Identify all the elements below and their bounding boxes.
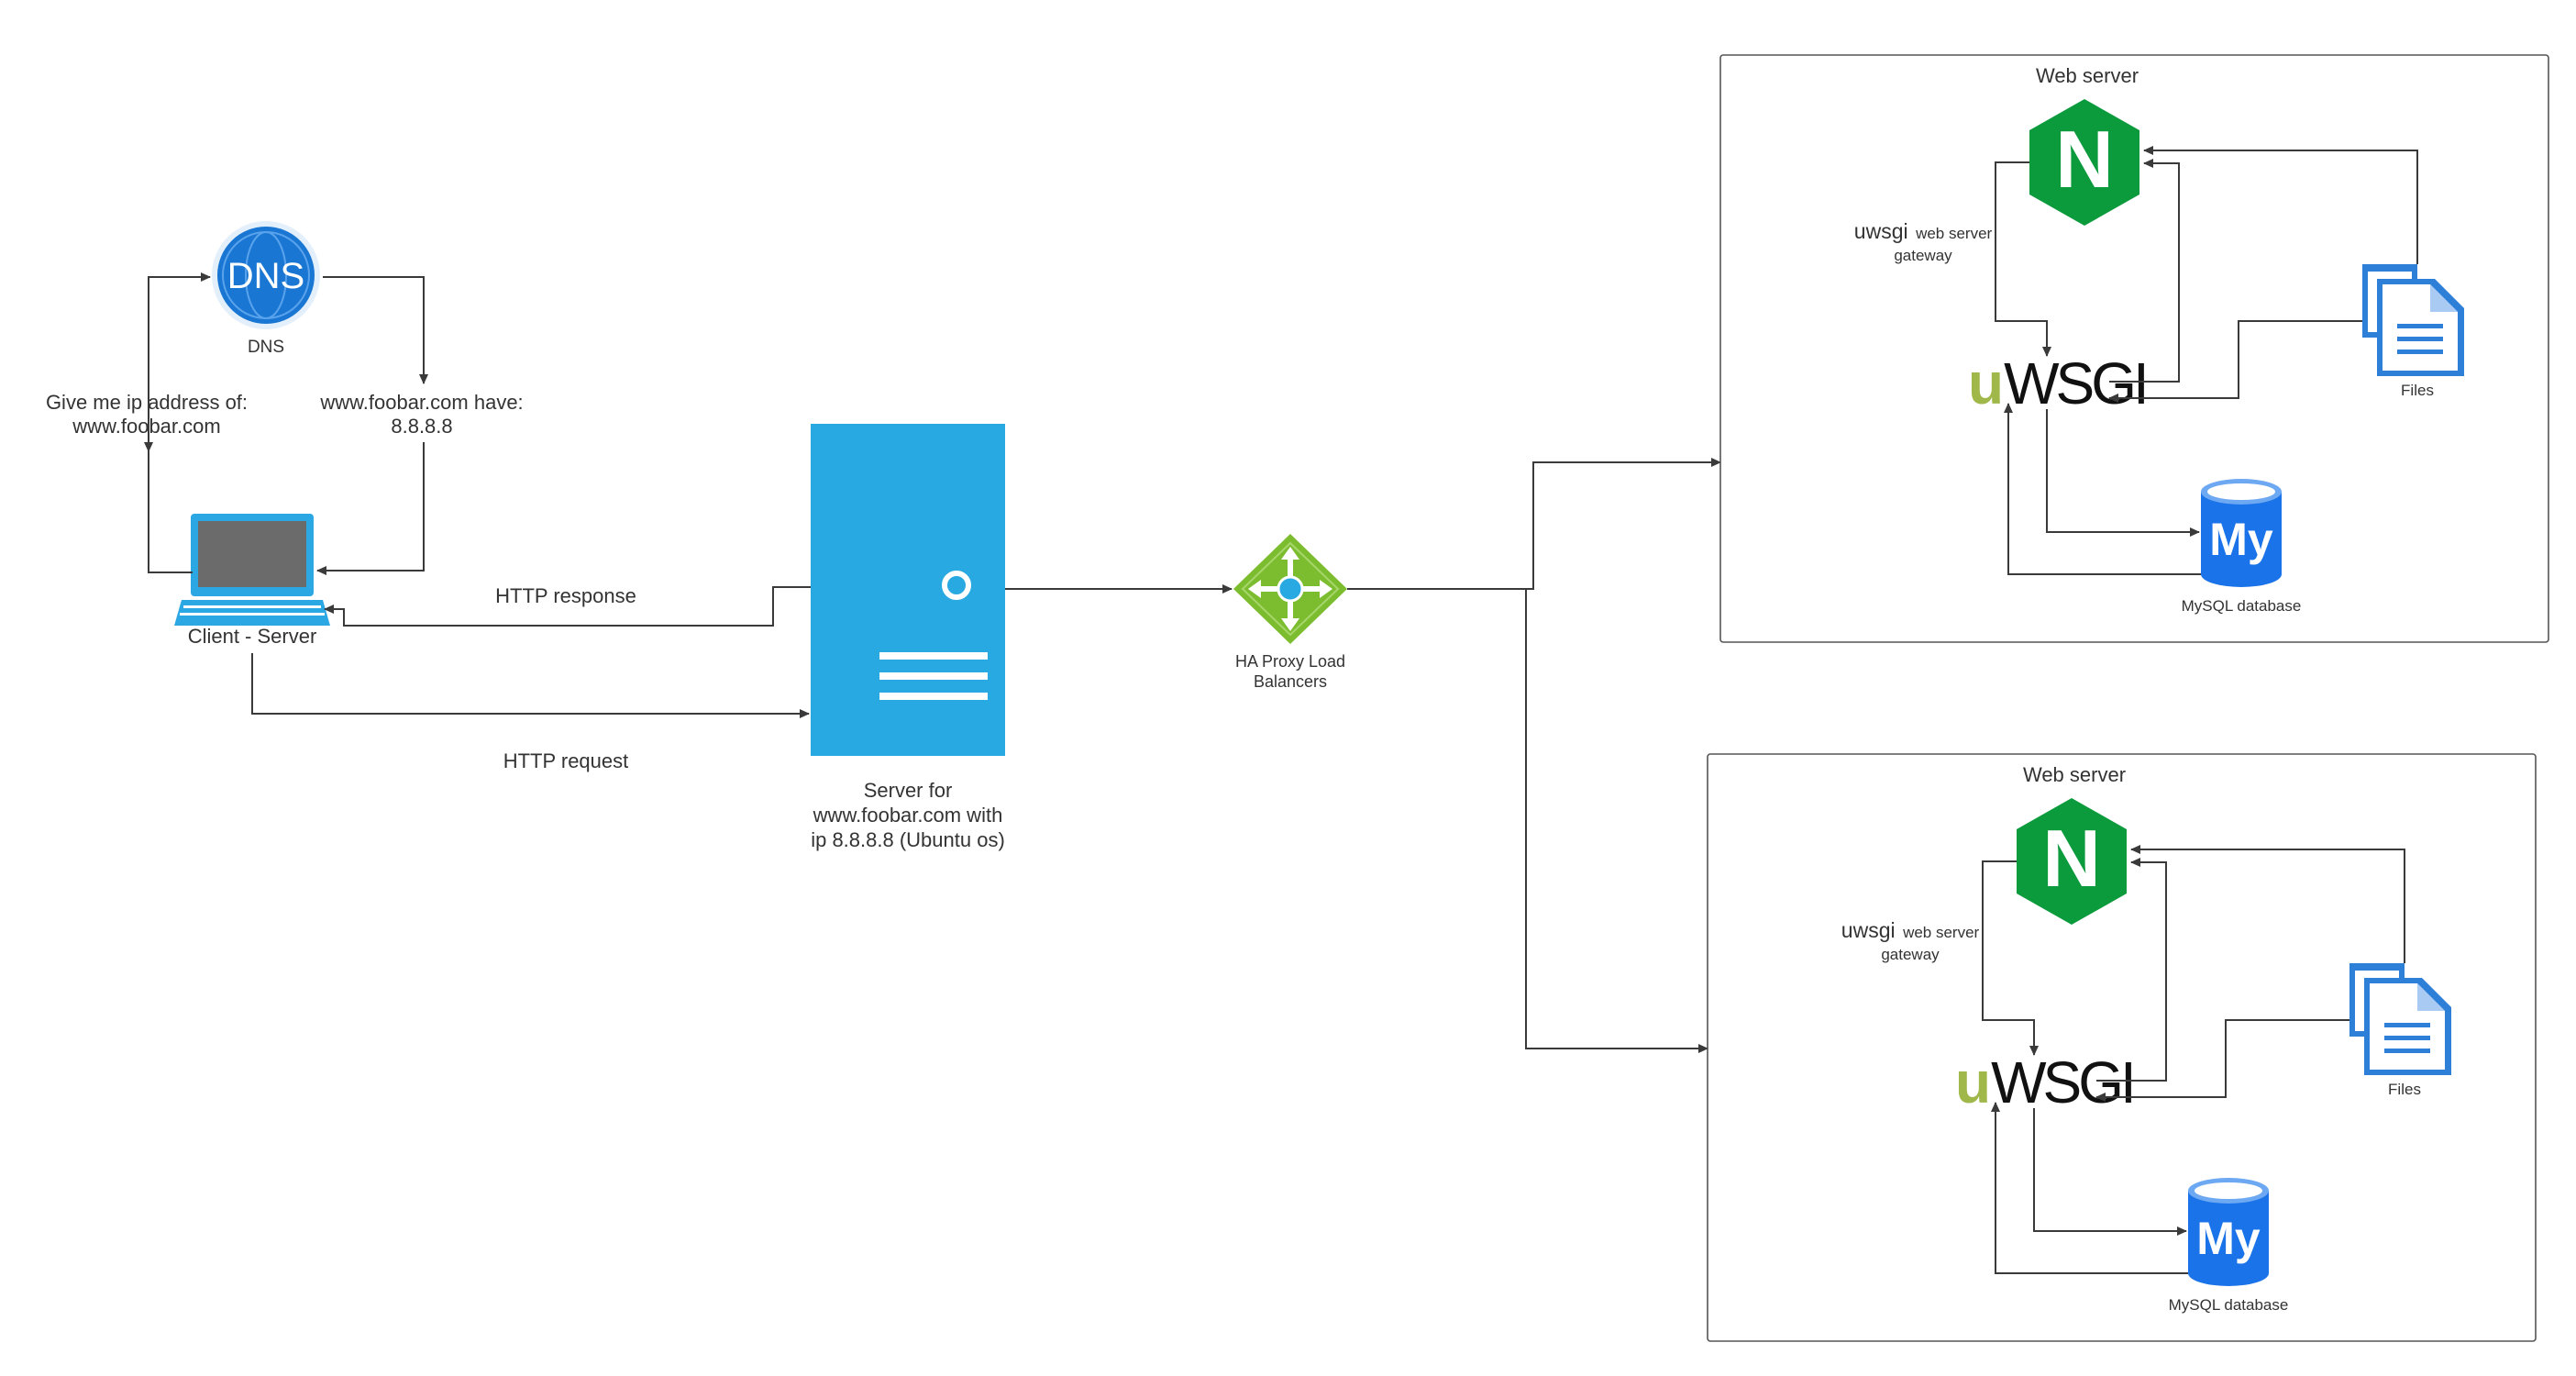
files-to-nginx-arrow xyxy=(2130,845,2405,963)
svg-text:uWSGI: uWSGI xyxy=(1968,350,2146,416)
mysql-badge-text: My xyxy=(2209,514,2273,565)
lb-to-web-server-2-arrow xyxy=(1347,588,1708,1053)
http-response-label: HTTP response xyxy=(495,584,636,607)
load-balancer-label-line1: HA Proxy Load xyxy=(1235,652,1345,671)
uwsgi-to-nginx-arrow xyxy=(2109,159,2180,383)
dns-answer-arrow xyxy=(323,276,428,384)
dns-icon: DNS xyxy=(212,221,320,329)
nginx-badge-text: N xyxy=(2055,114,2114,205)
svg-text:uWSGI: uWSGI xyxy=(1955,1049,2133,1115)
mysql-icon: My xyxy=(2188,1178,2269,1286)
web-server-2: Web server N uwsgi web server gateway uW… xyxy=(1707,753,2537,1342)
server-label-line1: Server for xyxy=(864,779,953,802)
nginx-to-uwsgi-arrow xyxy=(1982,860,2039,1056)
mysql-label: MySQL database xyxy=(2182,597,2302,615)
server-icon xyxy=(811,424,1005,756)
uwsgi-gateway-label-line2: gateway xyxy=(1894,247,1952,264)
lb-to-web-server-1-arrow xyxy=(1347,458,1721,590)
answer-to-client-arrow xyxy=(316,442,425,575)
mysql-to-uwsgi-arrow xyxy=(1991,1102,2188,1274)
uwsgi-logo: uWSGI xyxy=(1968,350,2150,416)
dns-query-line1: Give me ip address of: xyxy=(46,391,248,414)
nginx-icon: N xyxy=(2017,798,2127,925)
dns-query-line2: www.foobar.com xyxy=(72,415,220,438)
files-to-uwsgi-arrow xyxy=(2108,320,2362,403)
uwsgi-gateway-label: uwsgi web server xyxy=(1854,219,1993,243)
web-server-frame xyxy=(1719,54,2549,643)
http-request-arrow xyxy=(251,653,810,718)
dns-answer-line1: www.foobar.com have: xyxy=(319,391,523,414)
uwsgi-to-mysql-arrow xyxy=(2046,409,2200,537)
uwsgi-to-mysql-arrow xyxy=(2033,1108,2187,1236)
mysql-icon: My xyxy=(2201,479,2282,587)
http-response-arrow xyxy=(324,586,811,627)
laptop-icon xyxy=(174,514,330,626)
uwsgi-gateway-label-line2: gateway xyxy=(1881,946,1940,963)
http-request-label: HTTP request xyxy=(503,749,629,772)
nginx-to-uwsgi-arrow xyxy=(1995,161,2051,357)
mysql-badge-text: My xyxy=(2196,1213,2261,1264)
web-server-1: Web server N uwsgi web server gateway uW… xyxy=(1719,54,2549,643)
dns-label: DNS xyxy=(248,338,284,357)
dns-badge-text: DNS xyxy=(227,256,304,296)
mysql-label: MySQL database xyxy=(2169,1296,2289,1314)
files-to-nginx-arrow xyxy=(2143,146,2418,264)
files-icon xyxy=(2362,264,2464,376)
files-icon xyxy=(2349,963,2451,1075)
load-balancer-icon xyxy=(1233,534,1347,644)
dns-answer-line2: 8.8.8.8 xyxy=(391,415,452,438)
files-to-uwsgi-arrow xyxy=(2095,1019,2349,1102)
uwsgi-logo: uWSGI xyxy=(1955,1049,2137,1115)
web-server-title: Web server xyxy=(2023,763,2126,786)
client-label: Client - Server xyxy=(188,625,317,648)
web-server-title: Web server xyxy=(2036,64,2139,87)
uwsgi-to-nginx-arrow xyxy=(2096,858,2167,1082)
web-server-frame xyxy=(1707,753,2537,1342)
files-label: Files xyxy=(2401,382,2434,399)
nginx-badge-text: N xyxy=(2042,813,2101,904)
server-label-line2: www.foobar.com with xyxy=(813,804,1003,827)
server-label-line3: ip 8.8.8.8 (Ubuntu os) xyxy=(811,828,1005,851)
mysql-to-uwsgi-arrow xyxy=(2004,403,2201,575)
files-label: Files xyxy=(2388,1081,2421,1098)
dns-query-arrow xyxy=(148,272,211,573)
nginx-icon: N xyxy=(2029,99,2139,226)
load-balancer-label-line2: Balancers xyxy=(1254,672,1327,691)
uwsgi-gateway-label: uwsgi web server xyxy=(1841,918,1980,942)
